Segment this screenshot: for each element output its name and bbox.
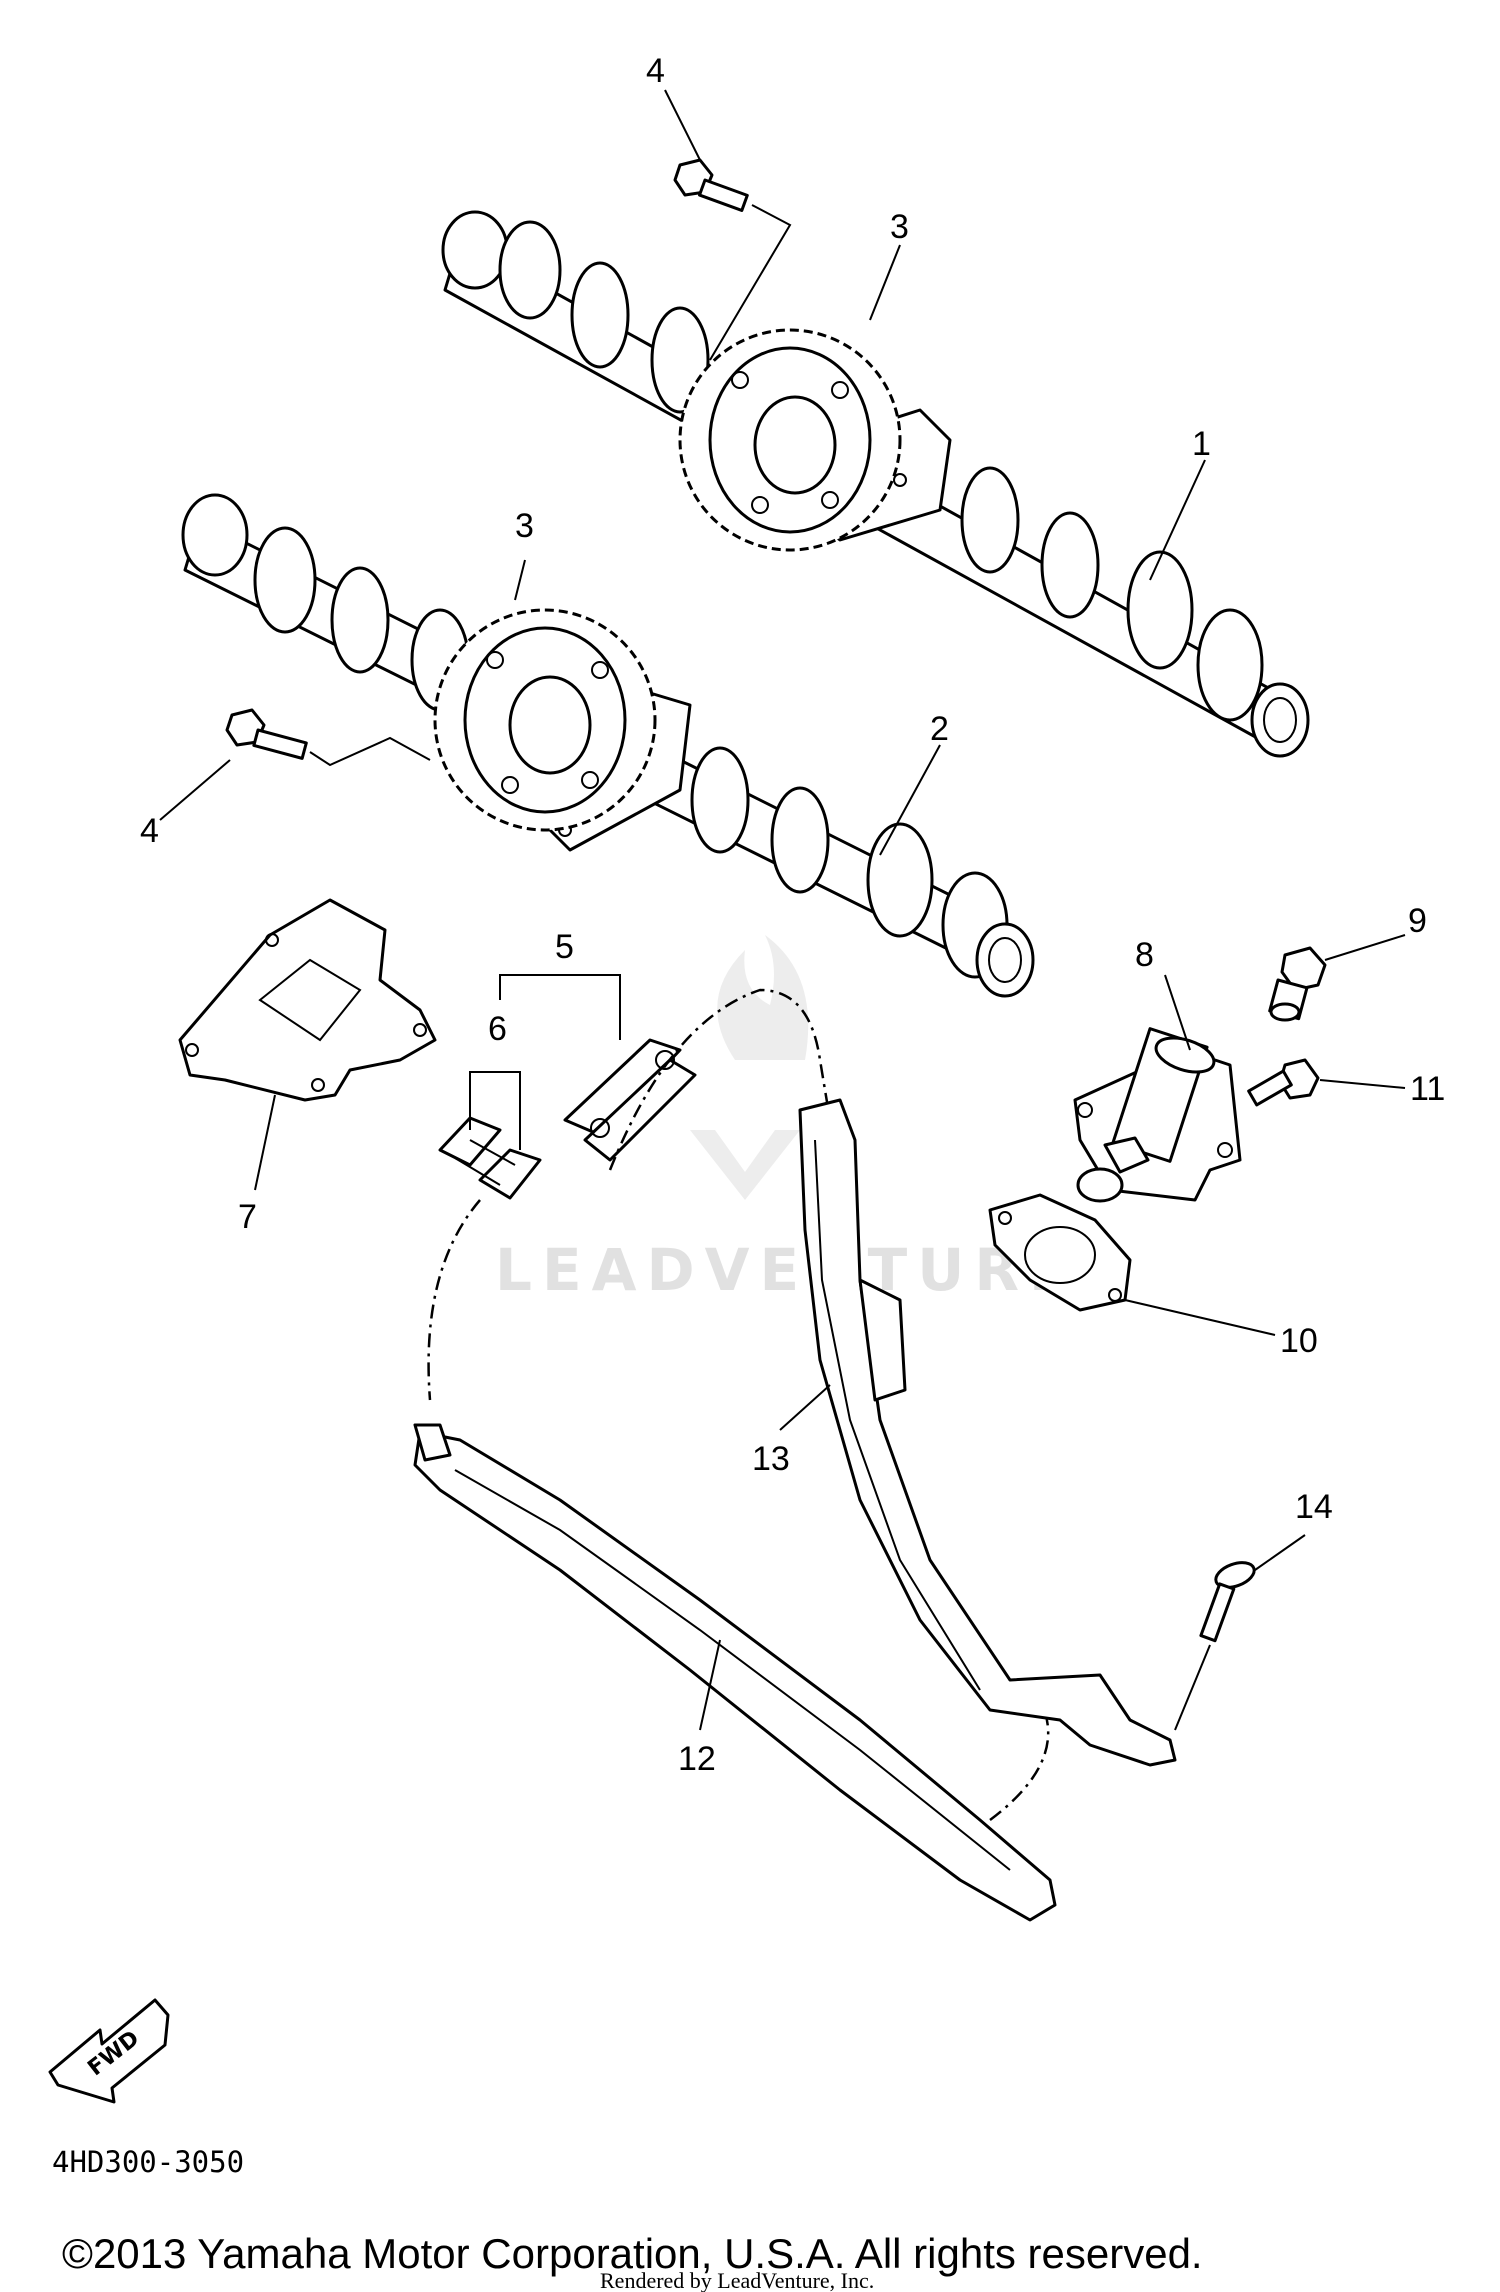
callout-9: 9	[1408, 902, 1427, 940]
callout-1: 1	[1192, 425, 1211, 463]
chain-tensioner	[1073, 1027, 1242, 1203]
rendered-by-note: Rendered by LeadVenture, Inc.	[600, 2268, 874, 2292]
callout-3-bottom: 3	[515, 507, 534, 545]
tensioner-cap-bolt	[1268, 946, 1327, 1022]
callout-10: 10	[1280, 1322, 1318, 1360]
chain-joint-link	[438, 1071, 542, 1200]
chain-guide-top	[178, 898, 437, 1102]
cam-chain-link	[499, 974, 697, 1162]
leader-lines	[159, 89, 1406, 1731]
callout-4-bottom: 4	[140, 812, 159, 850]
callout-6: 6	[488, 1010, 507, 1048]
callout-5: 5	[555, 928, 574, 966]
exhaust-cam-sprocket	[678, 328, 902, 552]
callout-11: 11	[1410, 1070, 1445, 1108]
copyright-notice: ©2013 Yamaha Motor Corporation, U.S.A. A…	[62, 2230, 1203, 2277]
lower-sprocket-bolt	[225, 708, 431, 767]
callout-8: 8	[1135, 936, 1154, 974]
watermark: LEADVENTURE	[495, 935, 1079, 1304]
cam-chain-path-left	[427, 1199, 481, 1401]
callout-3-top: 3	[890, 208, 909, 246]
part-code: 4HD300-3050	[52, 2145, 244, 2179]
callout-2: 2	[930, 710, 949, 748]
chain-guide-intake-side	[798, 1098, 1177, 1767]
callout-7: 7	[238, 1198, 257, 1236]
callout-4-top: 4	[646, 52, 665, 90]
callout-14: 14	[1295, 1488, 1333, 1526]
tensioner-mount-bolt	[1247, 1058, 1320, 1107]
cam-chain-path	[608, 988, 832, 1171]
callout-13: 13	[752, 1440, 790, 1478]
guide-pivot-bolt	[1199, 1561, 1256, 1643]
callout-12: 12	[678, 1740, 716, 1778]
forward-arrow-icon: FWD	[48, 1998, 170, 2104]
intake-cam-sprocket	[433, 608, 657, 832]
watermark-text: LEADVENTURE	[495, 1236, 1079, 1304]
chain-guide-exhaust-side	[413, 1423, 1057, 1922]
tensioner-gasket	[988, 1193, 1132, 1312]
